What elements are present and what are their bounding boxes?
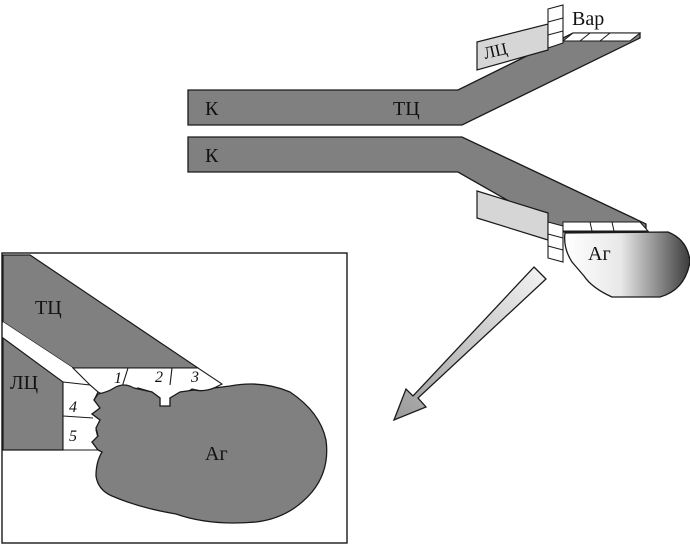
- inset-num-1: 1: [114, 370, 122, 387]
- inset-box-divider-23: [169, 367, 173, 386]
- upper-box-divider-1: [579, 32, 591, 42]
- lower-chain-band: [187, 136, 647, 233]
- lower-box-divider-1: [589, 221, 593, 232]
- var-box-divider-1: [547, 17, 564, 23]
- upper-tc-label: ТЦ: [393, 98, 420, 120]
- inset-box-divider-45: [62, 415, 94, 419]
- var-label: Вар: [572, 8, 604, 30]
- upper-lc-label: ЛЦ: [482, 39, 509, 63]
- lower-var-divider-2: [547, 245, 564, 251]
- inset-num-4: 4: [69, 399, 77, 416]
- inset-antigen: [90, 383, 328, 524]
- upper-k-label-1: К: [205, 98, 219, 120]
- upper-var-boxes: [547, 4, 564, 49]
- lower-box-divider-2: [611, 221, 615, 232]
- inset-num-3: 3: [190, 369, 199, 386]
- inset-lc-label: ЛЦ: [10, 372, 38, 394]
- inset-num-2: 2: [155, 369, 163, 386]
- lower-var-divider-1: [547, 233, 564, 239]
- lower-chain-end-boxes: [562, 221, 650, 232]
- lower-var-boxes: [547, 221, 564, 263]
- upper-antigen: [564, 231, 690, 298]
- upper-box-divider-2: [599, 32, 611, 42]
- inset-tc-label: ТЦ: [35, 297, 62, 319]
- inset-ag-label: Аг: [205, 443, 228, 465]
- zoom-arrow: [392, 266, 547, 422]
- inset-num-5: 5: [69, 428, 77, 445]
- inset-box-divider-12: [121, 367, 129, 388]
- var-box-divider-2: [547, 30, 564, 36]
- upper-ag-label: Аг: [588, 243, 611, 265]
- upper-k-label-2: К: [205, 145, 219, 167]
- upper-lc-block: [476, 23, 549, 71]
- inset-content: ТЦ ЛЦ Аг 1 2 3 4 5: [2, 254, 328, 524]
